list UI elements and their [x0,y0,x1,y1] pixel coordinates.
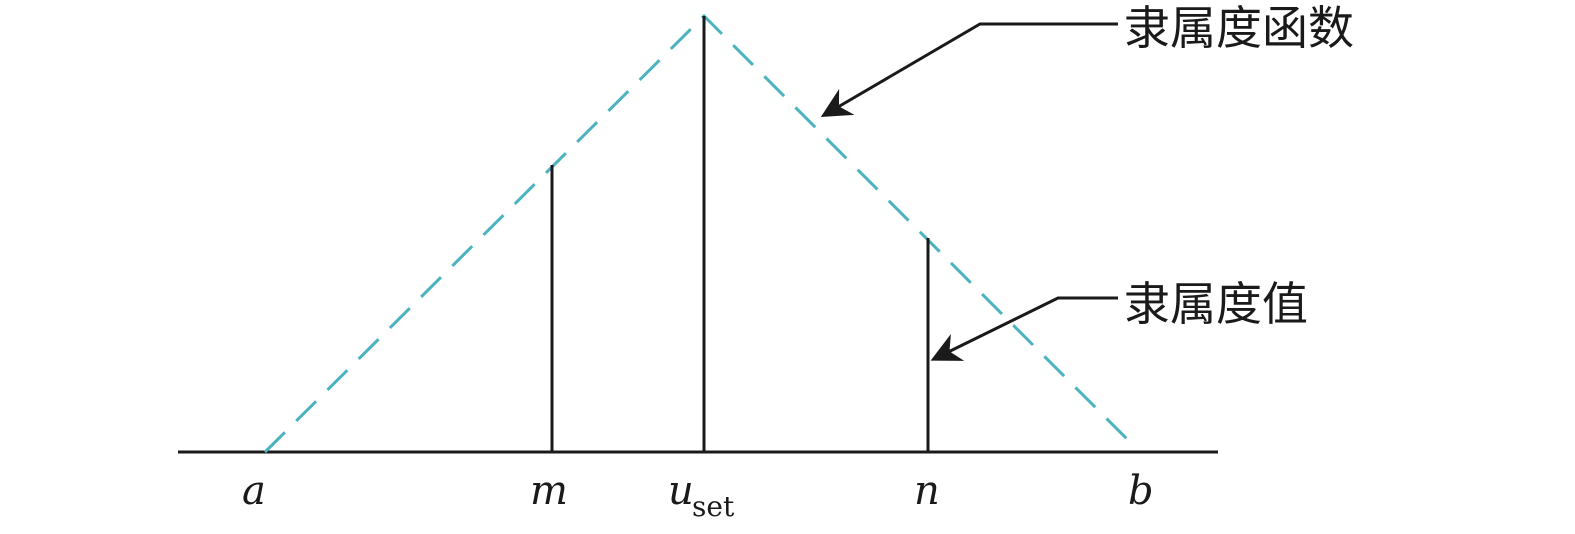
axis-label-m: m [530,468,568,514]
axis-label-u-subscript: set [692,490,735,523]
callout-arrow-membership-value [930,296,1118,361]
membership-curve [263,13,1132,454]
axis-label-n: n [914,468,940,514]
callout-label-membership-value: 隶属度值 [1124,277,1308,331]
callout-label-membership-function: 隶属度函数 [1124,1,1354,55]
axis-label-b: b [1128,468,1154,514]
axis-label-a: a [242,468,266,514]
axis-label-u: u [668,468,694,514]
callout-arrow-membership-function [820,22,1118,118]
